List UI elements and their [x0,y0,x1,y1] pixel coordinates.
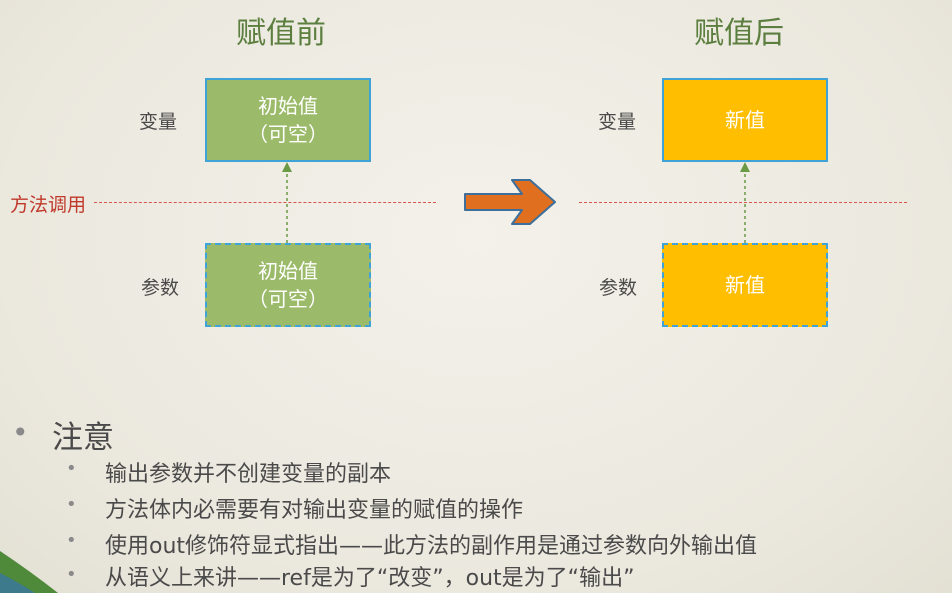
bullet-dot-icon: • [66,530,77,551]
bullet-dot-icon: • [12,416,29,449]
heading-before: 赋值前 [236,16,326,51]
decorative-hill [0,551,58,593]
note-item-1: 输出参数并不创建变量的副本 [105,462,392,487]
box-variable-before-line2: （可空） [248,122,328,146]
label-method-call: 方法调用 [10,194,87,216]
arrowhead-before [282,162,292,172]
method-call-line-before [94,202,436,203]
heading-after: 赋值后 [694,16,784,51]
note-item-3: 使用out修饰符显式指出——此方法的副作用是通过参数向外输出值 [105,534,758,559]
bullet-dot-icon: • [66,458,77,479]
box-parameter-before: 初始值 （可空） [205,243,371,327]
arrowhead-after [740,162,750,172]
notes-title: 注意 [52,420,114,456]
box-parameter-after-line1: 新值 [725,273,765,297]
box-parameter-after: 新值 [662,243,828,327]
bullet-dot-icon: • [66,494,77,515]
label-parameter-after: 参数 [599,277,638,299]
note-item-2: 方法体内必需要有对输出变量的赋值的操作 [105,498,524,523]
box-variable-after: 新值 [662,78,828,162]
box-parameter-before-line2: （可空） [248,287,328,311]
right-arrow-icon [464,179,556,225]
bullet-dot-icon: • [66,564,77,585]
note-item-4: 从语义上来讲——ref是为了“改变”，out是为了“输出” [105,566,635,591]
label-variable-after: 变量 [598,111,637,133]
label-variable-before: 变量 [139,111,178,133]
box-variable-before: 初始值 （可空） [205,78,371,162]
label-parameter-before: 参数 [141,277,180,299]
method-call-line-after [579,202,907,203]
box-parameter-before-line1: 初始值 [258,259,318,283]
box-variable-before-line1: 初始值 [258,94,318,118]
box-variable-after-line1: 新值 [725,108,765,132]
